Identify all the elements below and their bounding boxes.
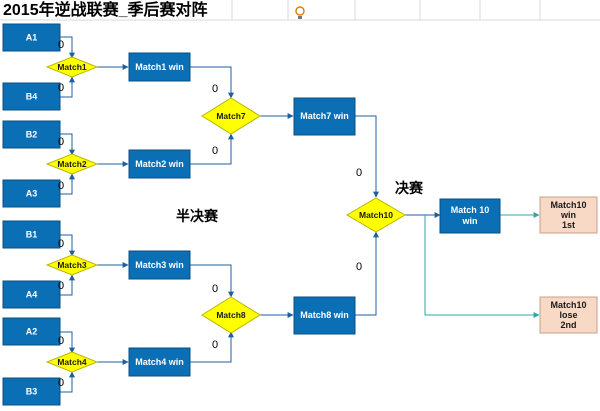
match-diamond-8: Match8 bbox=[201, 296, 261, 334]
score-label: 0 bbox=[212, 83, 218, 95]
final-label: 决赛 bbox=[395, 180, 424, 197]
score-label: 0 bbox=[356, 167, 362, 179]
team-label: B1 bbox=[26, 230, 38, 240]
score-labels: 0 0 0 0 0 0 0 0 0 0 0 0 0 0 bbox=[58, 39, 362, 389]
match-diamond-10: Match10 bbox=[346, 197, 406, 233]
winner-label: Match4 win bbox=[135, 357, 184, 367]
team-label: A4 bbox=[26, 290, 38, 300]
match-diamond-2: Match2 bbox=[45, 153, 99, 175]
match-label: Match10 bbox=[359, 210, 393, 220]
winner-label: Match2 win bbox=[135, 159, 184, 169]
score-label: 0 bbox=[58, 82, 64, 94]
winner-box-match8: Match8 win bbox=[293, 296, 356, 335]
score-label: 0 bbox=[356, 261, 362, 273]
match-diamond-7: Match7 bbox=[201, 97, 261, 135]
result-line: 1st bbox=[562, 220, 575, 230]
score-label: 0 bbox=[58, 335, 64, 347]
match-label: Match2 bbox=[57, 159, 87, 169]
team-label: B4 bbox=[26, 92, 38, 102]
winner-label-line1: Match 10 bbox=[451, 205, 490, 215]
team-label: B2 bbox=[26, 130, 38, 140]
team-box-b1: B1 bbox=[2, 220, 61, 249]
winner-box-match2: Match2 win bbox=[128, 149, 191, 179]
score-label: 0 bbox=[212, 145, 218, 157]
team-label: A3 bbox=[26, 189, 38, 199]
score-label: 0 bbox=[58, 180, 64, 192]
result-box-second: Match10 lose 2nd bbox=[539, 296, 598, 334]
team-label: B3 bbox=[26, 387, 38, 397]
winner-box-match10: Match 10 win bbox=[439, 198, 501, 234]
match-diamond-3: Match3 bbox=[45, 254, 99, 276]
match-label: Match8 bbox=[216, 310, 246, 320]
match-label: Match7 bbox=[216, 111, 246, 121]
team-label: A1 bbox=[26, 33, 38, 43]
match-label: Match3 bbox=[57, 260, 87, 270]
winner-label: Match7 win bbox=[300, 111, 349, 121]
team-box-a2: A2 bbox=[2, 317, 61, 346]
winner-box-match4: Match4 win bbox=[128, 347, 191, 377]
score-label: 0 bbox=[58, 280, 64, 292]
rotate-handle-icon[interactable] bbox=[295, 6, 305, 19]
winner-label: Match8 win bbox=[300, 310, 349, 320]
result-line: Match10 bbox=[550, 200, 586, 210]
winner-label-line2: win bbox=[462, 216, 478, 226]
team-box-b3: B3 bbox=[2, 377, 61, 406]
score-label: 0 bbox=[58, 238, 64, 250]
team-label: A2 bbox=[26, 327, 38, 337]
team-box-b2: B2 bbox=[2, 120, 61, 149]
score-label: 0 bbox=[58, 377, 64, 389]
winner-label: Match3 win bbox=[135, 260, 184, 270]
winner-box-match7: Match7 win bbox=[293, 97, 356, 136]
result-line: win bbox=[560, 210, 576, 220]
match-label: Match1 bbox=[57, 62, 87, 72]
team-box-a4: A4 bbox=[2, 280, 61, 309]
spreadsheet-grid bbox=[0, 0, 600, 21]
team-box-b4: B4 bbox=[2, 82, 61, 111]
match-label: Match4 bbox=[57, 357, 87, 367]
bracket-connectors bbox=[60, 36, 540, 393]
result-box-first: Match10 win 1st bbox=[539, 196, 598, 234]
score-label: 0 bbox=[58, 39, 64, 51]
team-box-a1: A1 bbox=[2, 23, 61, 52]
result-line: Match10 bbox=[550, 300, 586, 310]
page-title: 2015年逆战联赛_季后赛对阵 bbox=[3, 0, 208, 19]
match-diamond-1: Match1 bbox=[45, 56, 99, 78]
result-line: 2nd bbox=[560, 320, 576, 330]
score-label: 0 bbox=[58, 136, 64, 148]
match-diamond-4: Match4 bbox=[45, 351, 99, 373]
semifinal-label: 半决赛 bbox=[176, 208, 219, 225]
team-box-a3: A3 bbox=[2, 179, 61, 208]
winner-label: Match1 win bbox=[135, 62, 184, 72]
winner-box-match1: Match1 win bbox=[128, 52, 191, 82]
winner-box-match3: Match3 win bbox=[128, 250, 191, 280]
result-line: lose bbox=[559, 310, 577, 320]
score-label: 0 bbox=[212, 339, 218, 351]
score-label: 0 bbox=[212, 283, 218, 295]
